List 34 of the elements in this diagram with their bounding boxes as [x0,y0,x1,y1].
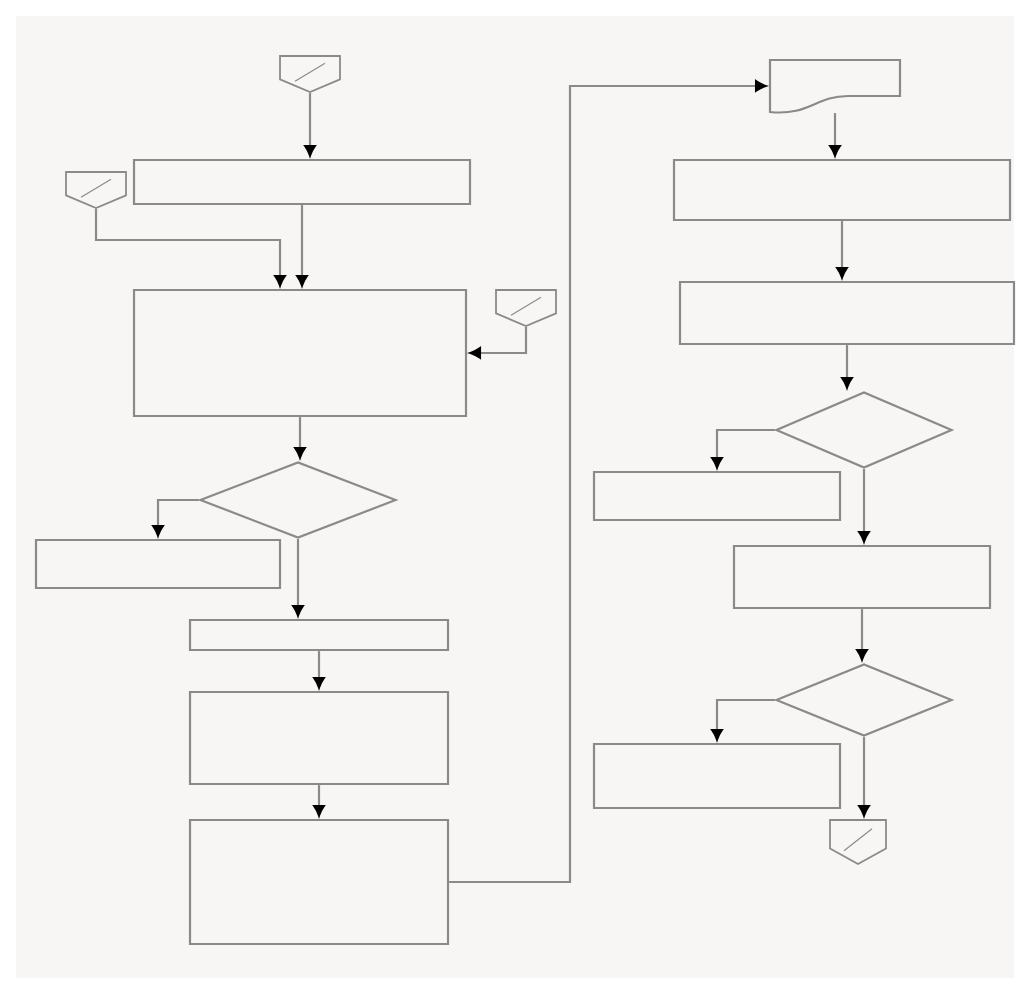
arrow [836,221,848,279]
arrow [856,609,868,661]
process-box [188,690,450,786]
off-page-connector [65,171,127,209]
arrow [449,80,767,884]
arrow [858,737,870,817]
process-box [132,288,468,418]
arrow [313,785,325,817]
arrow [94,209,286,287]
document-shape [768,58,902,114]
arrow [829,113,841,157]
arrow [469,327,528,359]
arrow [858,469,870,543]
arrow [294,417,306,459]
process-box [188,618,450,652]
process-box [732,544,992,610]
arrow [292,539,304,617]
arrow [711,698,775,741]
process-box [34,538,282,590]
arrow [841,345,853,389]
arrow [711,428,775,469]
off-page-connector [279,55,341,93]
process-box [592,470,842,522]
arrow [152,498,199,537]
off-page-connector [495,289,557,327]
process-box [132,158,472,206]
process-box [592,742,842,810]
process-box [672,158,1012,222]
arrow [313,651,325,689]
arrow [296,205,308,287]
arrow [304,93,316,157]
off-page-connector [829,819,887,865]
process-box [678,280,1016,346]
process-box [188,818,450,946]
